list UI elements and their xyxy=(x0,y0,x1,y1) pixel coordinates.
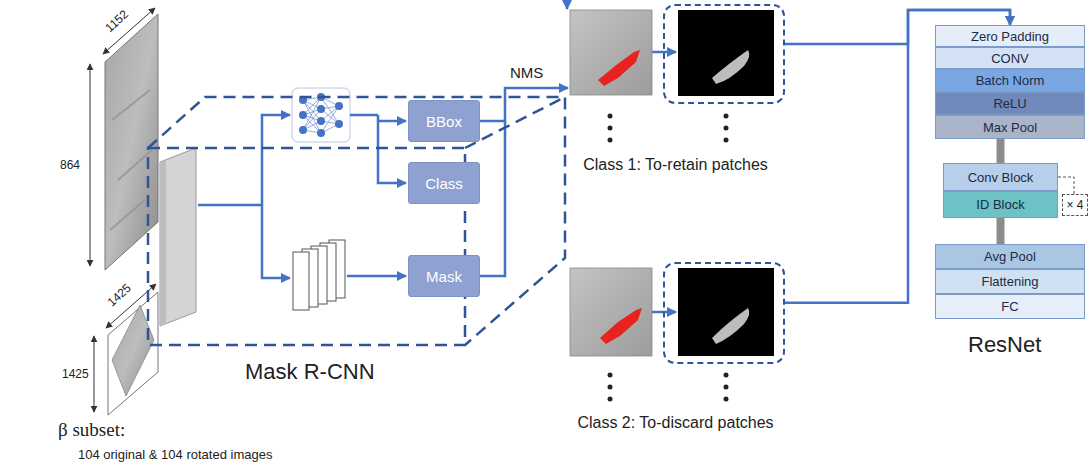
layer-box: Avg Pool xyxy=(935,244,1085,269)
dimension-label: 1152 xyxy=(103,7,132,35)
head-box: Mask xyxy=(408,255,480,297)
layer-box: Zero Padding xyxy=(935,25,1085,47)
dimension-label: 1425 xyxy=(105,281,134,310)
feature-slab xyxy=(160,148,196,326)
box-label: Batch Norm xyxy=(976,73,1045,88)
class-caption: Class 2: To-discard patches xyxy=(558,414,793,432)
box-label: ReLU xyxy=(993,96,1026,111)
box-label: CONV xyxy=(991,51,1029,66)
rotated-image xyxy=(108,292,158,415)
layer-box: Flattening xyxy=(935,269,1085,294)
feature-maps-icon xyxy=(293,240,345,310)
box-label: Conv Block xyxy=(968,170,1034,185)
layer-box: Conv Block xyxy=(943,163,1058,191)
layer-link xyxy=(997,139,1005,163)
class-group-box: Class 2: To-discard patches xyxy=(663,262,785,364)
dimension-label: 864 xyxy=(60,158,80,172)
module-title: Mask R-CNN xyxy=(245,359,375,385)
layer-box: Batch Norm xyxy=(935,69,1085,92)
box-label: Class xyxy=(425,175,463,192)
box-label: Avg Pool xyxy=(984,249,1036,264)
head-box: BBox xyxy=(408,100,480,142)
box-label: Max Pool xyxy=(983,120,1037,135)
box-label: FC xyxy=(1001,299,1018,314)
repeat-bracket xyxy=(1058,177,1074,194)
repeat-box: × 4 xyxy=(1062,194,1088,216)
dimension-label: 1425 xyxy=(62,367,89,381)
layer-box: CONV xyxy=(935,47,1085,69)
input-image xyxy=(105,14,158,270)
subset-note: 104 original & 104 rotated images xyxy=(78,447,272,463)
subset-label: β subset: xyxy=(58,419,125,442)
layer-box: FC xyxy=(935,294,1085,319)
operation-label: NMS xyxy=(510,64,543,82)
box-label: Flattening xyxy=(981,274,1038,289)
box-label: × 4 xyxy=(1066,198,1083,212)
layer-link xyxy=(997,218,1005,244)
box-label: Zero Padding xyxy=(971,29,1049,44)
dimension-arrow xyxy=(90,8,156,412)
head-box: Class xyxy=(408,162,480,204)
class-caption: Class 1: To-retain patches xyxy=(558,156,793,174)
box-label: BBox xyxy=(426,113,462,130)
layer-box: Max Pool xyxy=(935,115,1085,139)
layer-box: ReLU xyxy=(935,92,1085,115)
box-label: ID Block xyxy=(976,197,1024,212)
dashed-cube-outline xyxy=(148,97,565,389)
class-group-box: Class 1: To-retain patches xyxy=(663,4,785,104)
network-label: ResNet xyxy=(968,332,1041,358)
mask-rcnn-module: Mask R-CNN BBoxClassMask xyxy=(148,97,565,389)
layer-box: ID Block xyxy=(943,191,1058,218)
patch-image xyxy=(570,10,774,356)
box-label: Mask xyxy=(426,268,462,285)
